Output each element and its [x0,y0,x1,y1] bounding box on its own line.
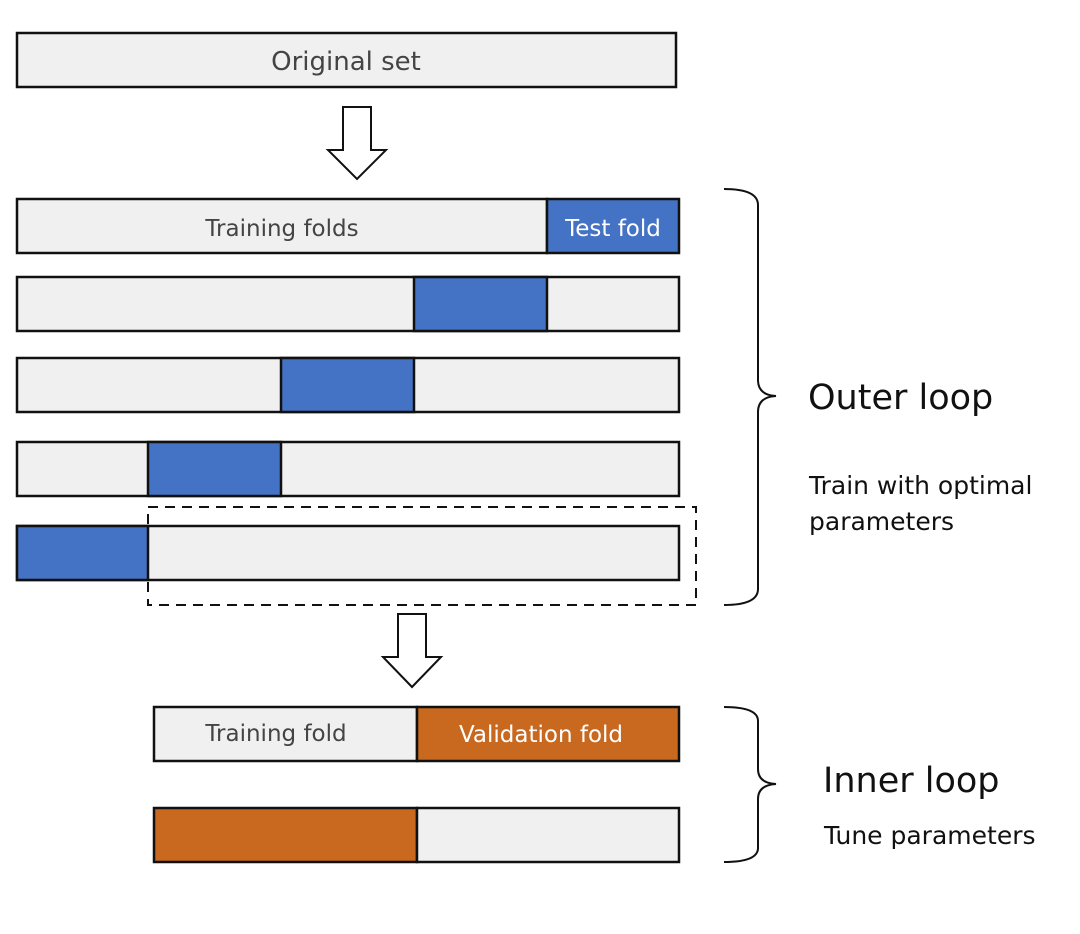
inner-loop-description: Tune parameters [823,821,1036,850]
outer-fold-row-1: Training folds Test fold [15,197,681,255]
outer-loop-title: Outer loop [808,378,993,418]
inner-loop-brace [723,706,777,863]
inner-fold-row-2 [152,806,681,864]
original-set-rect [15,31,678,89]
test-fold-segment [545,197,681,255]
training-folds-segment [15,197,549,255]
validation-fold-segment [152,806,419,864]
validation-fold-label: Validation fold [459,722,623,748]
test-fold-segment [146,440,283,498]
outer-fold-row-2 [15,275,681,333]
outer-fold-row-5 [15,524,681,582]
training-fold-segment [152,705,419,763]
training-folds-label: Training folds [204,216,358,242]
test-fold-segment [15,524,150,582]
test-fold-segment [279,356,416,414]
dashed-selection-box [147,506,697,606]
test-fold-segment [412,275,549,333]
inner-fold-row-1: Training fold Validation fold [152,705,681,763]
original-set-label: Original set [271,47,421,77]
outer-loop-brace [723,188,777,606]
inner-loop-title: Inner loop [823,761,1000,801]
down-arrow-icon [325,106,389,181]
original-set-bar: Original set [15,31,678,89]
training-fold-segment [415,806,681,864]
fold-bar [15,275,681,333]
validation-fold-segment [415,705,681,763]
training-fold-label: Training fold [204,721,346,747]
outer-fold-row-4 [15,440,681,498]
outer-loop-description-line2: parameters [809,507,954,536]
outer-loop-description-line1: Train with optimal [808,471,1032,500]
test-fold-label: Test fold [564,216,661,242]
down-arrow-icon [380,613,444,689]
outer-fold-row-3 [15,356,681,414]
fold-bar [15,440,681,498]
